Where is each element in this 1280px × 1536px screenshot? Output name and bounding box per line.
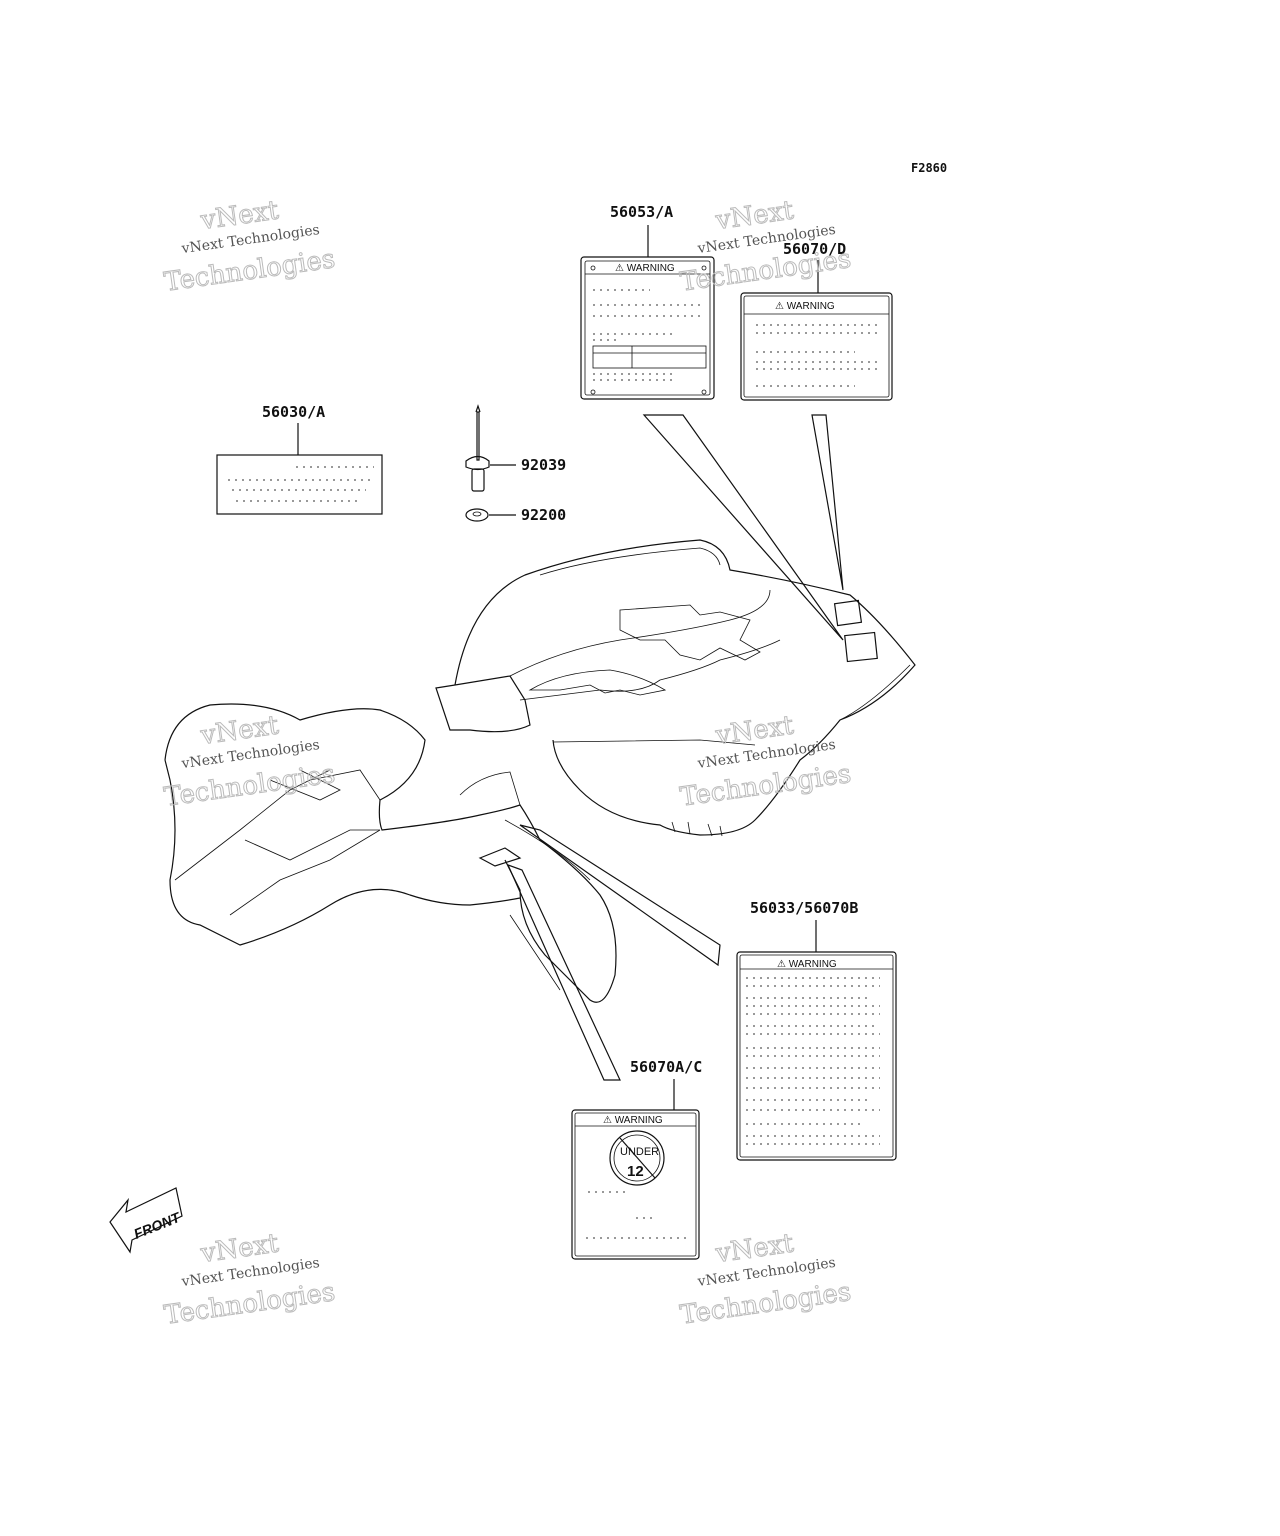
decal-spot-upper [833,599,863,627]
front-fender-cutout [619,604,761,661]
rivet-body [471,468,485,492]
warning-header: ⚠ WARNING [603,1115,663,1126]
part-number-92200: 92200 [521,506,566,524]
part-number-56033-56070b: 56033/56070B [750,899,858,917]
svg-text:FRONT: FRONT [131,1209,183,1242]
leader-wedge-56053 [642,414,844,641]
label-56070-d[interactable]: 56070/D ⚠ WARNING [740,240,893,401]
part-number-56070-d: 56070/D [783,240,846,258]
watermark-mid-right: vNext vNext Technologies Technologies [678,710,854,813]
front-direction-arrow: FRONT [109,1187,183,1254]
warning-header: ⚠ WARNING [777,959,837,970]
warning-header: ⚠ WARNING [775,301,835,312]
figure-number: F2860 [911,161,947,175]
warning-decal [736,951,897,1161]
leader-wedge-56070d [811,414,844,591]
watermark-bottom-right: vNext vNext Technologies Technologies [678,1228,854,1331]
svg-text:12: 12 [627,1163,644,1180]
leader-wedge-56070ac [506,863,621,1081]
decal-inner-border [584,260,711,396]
label-56033-56070b[interactable]: 56033/56070B ⚠ WARNING [736,899,897,1161]
warning-decal [580,256,715,400]
label-56070a-c[interactable]: 56070A/C ⚠ WARNING UNDER 12 [571,1058,702,1260]
text-decal [216,454,383,515]
washer [465,508,489,522]
label-56053-a[interactable]: 56053/A ⚠ WARNING [580,203,715,400]
decal-spot-lower [844,631,878,663]
rivet-pin [476,411,480,461]
warning-decal [740,292,893,401]
svg-text:UNDER: UNDER [620,1146,659,1158]
watermark-top-left: vNext vNext Technologies Technologies [162,195,338,298]
decal-spot-rear [478,847,522,867]
rivet-92039[interactable]: 92039 [465,404,566,492]
watermark-bottom-left: vNext vNext Technologies Technologies [162,1228,338,1331]
part-number-56053-a: 56053/A [610,203,673,221]
decal-table [592,345,707,369]
front-arrow-icon [109,1187,183,1254]
leader-wedge-56033 [519,824,721,967]
washer-92200[interactable]: 92200 [465,506,566,524]
part-number-56070a-c: 56070A/C [630,1058,702,1076]
warning-header: ⚠ WARNING [615,263,675,274]
no-under-age-icon: UNDER 12 [609,1130,665,1186]
label-56030-a[interactable]: 56030/A [216,403,383,515]
warning-decal [571,1109,700,1260]
part-number-92039: 92039 [521,456,566,474]
atv-fender-body [164,539,916,1003]
rivet-head [465,455,490,471]
part-number-56030-a: 56030/A [262,403,325,421]
